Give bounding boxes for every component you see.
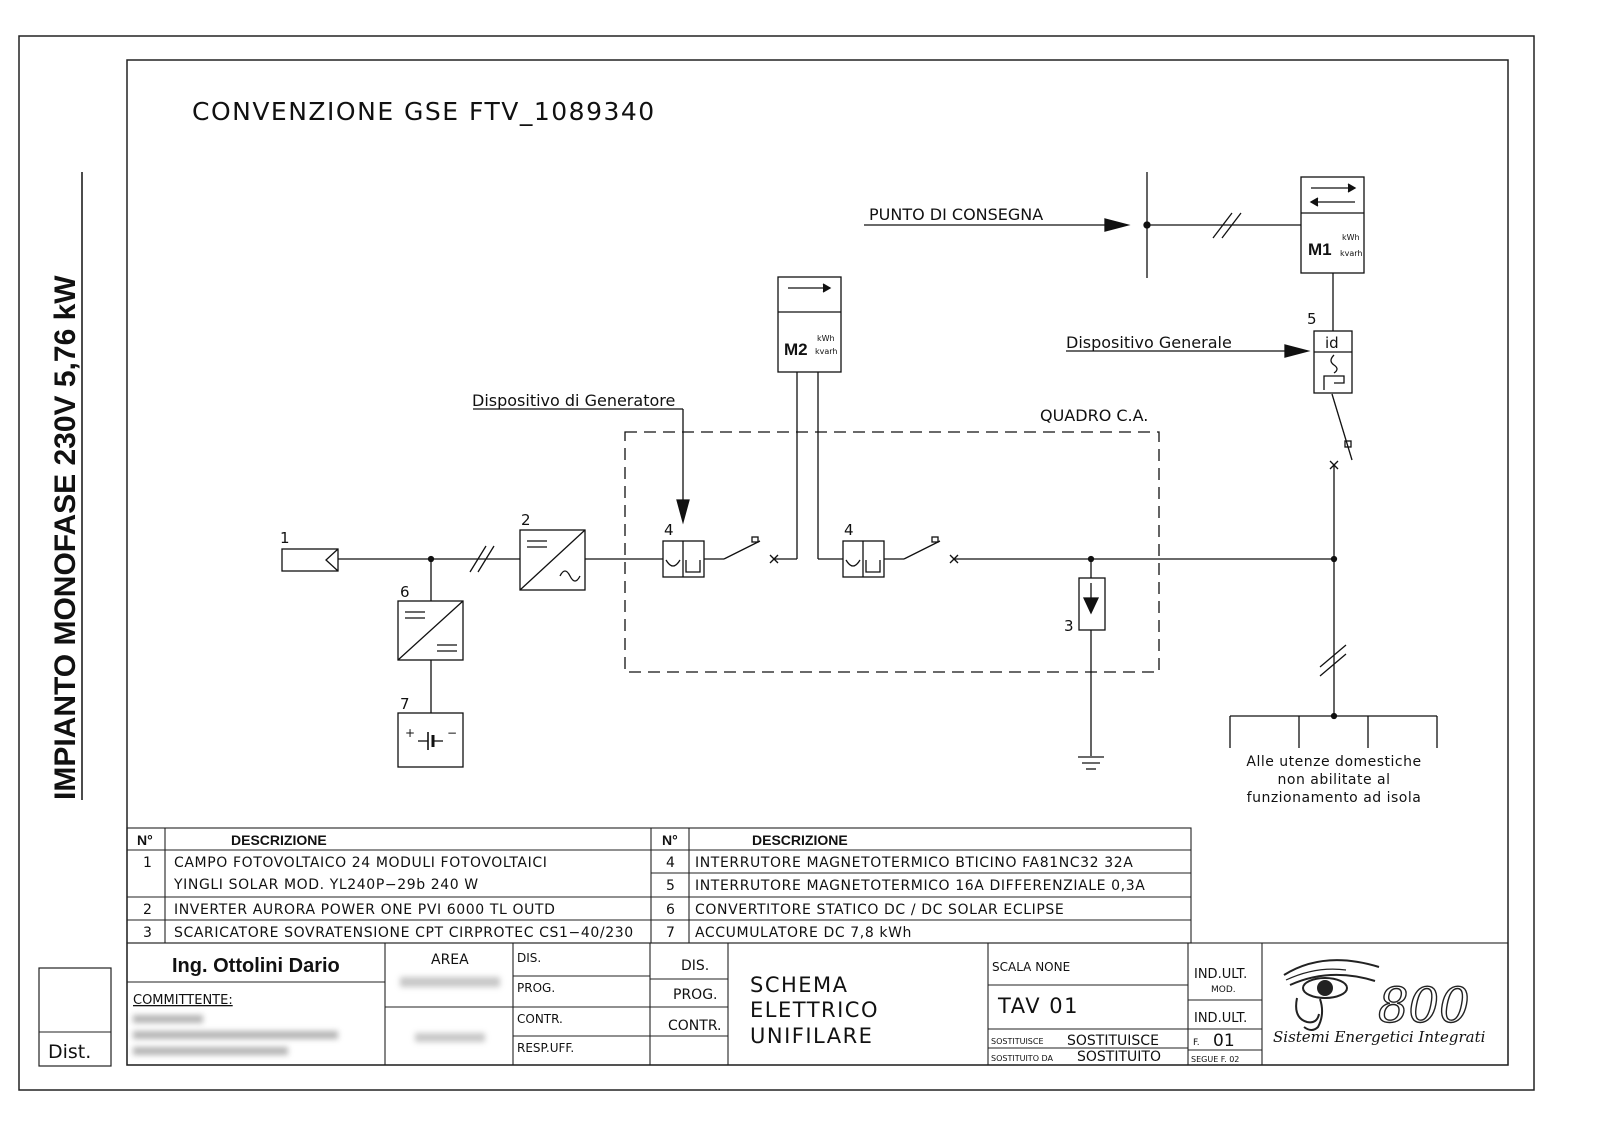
surge-arrester-symbol bbox=[1078, 577, 1106, 631]
prog-right: PROG. bbox=[673, 987, 718, 1003]
sostituito-value: SOSTITUITO bbox=[1077, 1049, 1161, 1065]
diagram-labels: PUNTO DI CONSEGNA Dispositivo Generale D… bbox=[280, 205, 1422, 806]
pv-field-symbol bbox=[281, 548, 339, 572]
legend-row-3-line1: SCARICATORE SOVRATENSIONE CPT CIRPROTEC … bbox=[174, 925, 634, 941]
drawing-title-2: ELETTRICO bbox=[750, 998, 879, 1022]
committente-redacted-3 bbox=[133, 1047, 288, 1055]
prog-left: PROG. bbox=[517, 981, 555, 995]
ind-ult-2: IND.ULT. bbox=[1194, 1011, 1247, 1026]
legend-row-5-line1: INTERRUTORE MAGNETOTERMICO 16A DIFFERENZ… bbox=[695, 878, 1145, 894]
sheet-f-label: F. bbox=[1193, 1038, 1200, 1048]
area-redacted bbox=[400, 977, 500, 987]
tag-3: 3 bbox=[1064, 617, 1074, 635]
battery-symbol bbox=[397, 712, 464, 768]
segue: SEGUE F. 02 bbox=[1191, 1055, 1239, 1064]
resp-uff: RESP.UFF. bbox=[517, 1041, 574, 1055]
ind-ult-1: IND.ULT. bbox=[1194, 967, 1247, 982]
inverter-symbol bbox=[519, 529, 586, 591]
eye-of-horus-icon bbox=[1283, 959, 1380, 1031]
logo-subtitle: Sistemi Energetici Integrati bbox=[1273, 1028, 1486, 1046]
logo-number: 800 bbox=[1378, 978, 1470, 1034]
legend-row-7-line1: ACCUMULATORE DC 7,8 kWh bbox=[695, 925, 912, 941]
meter-m2-symbol bbox=[777, 276, 842, 373]
contr-left: CONTR. bbox=[517, 1012, 563, 1026]
tav: TAV 01 bbox=[997, 994, 1079, 1018]
label-quadro: QUADRO C.A. bbox=[1040, 406, 1148, 425]
convention-title: CONVENZIONE GSE FTV_1089340 bbox=[192, 97, 656, 126]
area-redacted-2 bbox=[415, 1033, 485, 1042]
outer-frame bbox=[18, 35, 1535, 1091]
m2-unit-kwh: kWh bbox=[817, 334, 835, 343]
tag-6: 6 bbox=[400, 583, 410, 601]
utenze-line1: Alle utenze domestiche bbox=[1246, 754, 1421, 770]
legend-row-4-line1: INTERRUTORE MAGNETOTERMICO BTICINO FA81N… bbox=[695, 855, 1133, 871]
breaker-4a-symbol bbox=[662, 540, 705, 578]
m1-unit-kvarh: kvarh bbox=[1340, 249, 1363, 258]
tag-1: 1 bbox=[280, 529, 290, 547]
committente-redacted-2 bbox=[133, 1031, 338, 1039]
tag-4b: 4 bbox=[844, 521, 854, 539]
utenze-line3: funzionamento ad isola bbox=[1247, 790, 1422, 806]
drawing-title-3: UNIFILARE bbox=[750, 1024, 873, 1048]
tag-5: 5 bbox=[1307, 310, 1317, 328]
legend-header-desc-left: DESCRIZIONE bbox=[231, 832, 327, 848]
single-line-diagram bbox=[281, 172, 1438, 770]
legend-text: N° DESCRIZIONE N° DESCRIZIONE 1 CAMPO FO… bbox=[137, 832, 1145, 941]
dis-right: DIS. bbox=[681, 958, 709, 974]
general-device-id: id bbox=[1325, 334, 1339, 352]
dist-box bbox=[38, 967, 112, 1067]
title-block-text: Ing. Ottolini Dario COMMITTENTE: AREA DI… bbox=[133, 951, 1247, 1065]
tag-4a: 4 bbox=[664, 521, 674, 539]
breaker-4b-symbol bbox=[842, 540, 885, 578]
title-block bbox=[126, 942, 1509, 1066]
legend-row-5-n: 5 bbox=[666, 878, 675, 894]
legend-row-1-n: 1 bbox=[143, 855, 152, 871]
committente-label: COMMITTENTE: bbox=[133, 993, 233, 1008]
company-logo: 800 Sistemi Energetici Integrati bbox=[1273, 959, 1486, 1046]
committente-redacted bbox=[133, 1015, 203, 1023]
legend-row-2-n: 2 bbox=[143, 902, 152, 918]
tag-7: 7 bbox=[400, 695, 410, 713]
sostituisce-value: SOSTITUISCE bbox=[1067, 1033, 1159, 1049]
label-dispositivo-generale: Dispositivo Generale bbox=[1066, 333, 1232, 352]
side-title: IMPIANTO MONOFASE 230V 5,76 kW bbox=[49, 275, 82, 800]
label-dispositivo-generatore: Dispositivo di Generatore bbox=[472, 391, 675, 410]
sostituisce-label: SOSTITUISCE bbox=[991, 1037, 1044, 1046]
area-label: AREA bbox=[431, 952, 469, 968]
engineer-name: Ing. Ottolini Dario bbox=[172, 955, 340, 977]
legend-row-3-n: 3 bbox=[143, 925, 152, 941]
legend-row-6-line1: CONVERTITORE STATICO DC / DC SOLAR ECLIP… bbox=[695, 902, 1064, 918]
utenze-line2: non abilitate al bbox=[1278, 772, 1391, 788]
quadro-ca-box bbox=[624, 431, 1160, 673]
legend-row-2-line1: INVERTER AURORA POWER ONE PVI 6000 TL OU… bbox=[174, 902, 555, 918]
legend-header-n-left: N° bbox=[137, 832, 153, 848]
sostituito-label: SOSTITUITO DA bbox=[991, 1054, 1054, 1063]
meter-m2-label: M2 bbox=[784, 340, 808, 359]
legend-row-7-n: 7 bbox=[666, 925, 675, 941]
dis-left: DIS. bbox=[517, 951, 541, 965]
dcdc-converter-symbol bbox=[397, 600, 464, 661]
meter-m1-label: M1 bbox=[1308, 240, 1332, 259]
sheet-f-value: 01 bbox=[1213, 1031, 1235, 1051]
contr-right: CONTR. bbox=[668, 1018, 722, 1034]
dist-label: Dist. bbox=[48, 1041, 91, 1063]
mod-label: MOD. bbox=[1211, 985, 1236, 995]
legend-row-1-line2: YINGLI SOLAR MOD. YL240P−29b 240 W bbox=[173, 877, 479, 893]
m2-unit-kvarh: kvarh bbox=[815, 347, 838, 356]
legend-row-1-line1: CAMPO FOTOVOLTAICO 24 MODULI FOTOVOLTAIC… bbox=[174, 855, 547, 871]
ground-symbol bbox=[1078, 756, 1104, 770]
label-punto-consegna: PUNTO DI CONSEGNA bbox=[869, 205, 1043, 224]
battery-minus: − bbox=[447, 726, 457, 740]
battery-plus: + bbox=[405, 726, 415, 740]
legend-header-desc-right: DESCRIZIONE bbox=[752, 832, 848, 848]
scala: SCALA NONE bbox=[992, 960, 1070, 974]
tag-2: 2 bbox=[521, 511, 531, 529]
legend-row-6-n: 6 bbox=[666, 902, 675, 918]
drawing-title-1: SCHEMA bbox=[750, 973, 849, 997]
m1-unit-kwh: kWh bbox=[1342, 233, 1360, 242]
legend-header-n-right: N° bbox=[662, 832, 678, 848]
legend-row-4-n: 4 bbox=[666, 855, 675, 871]
